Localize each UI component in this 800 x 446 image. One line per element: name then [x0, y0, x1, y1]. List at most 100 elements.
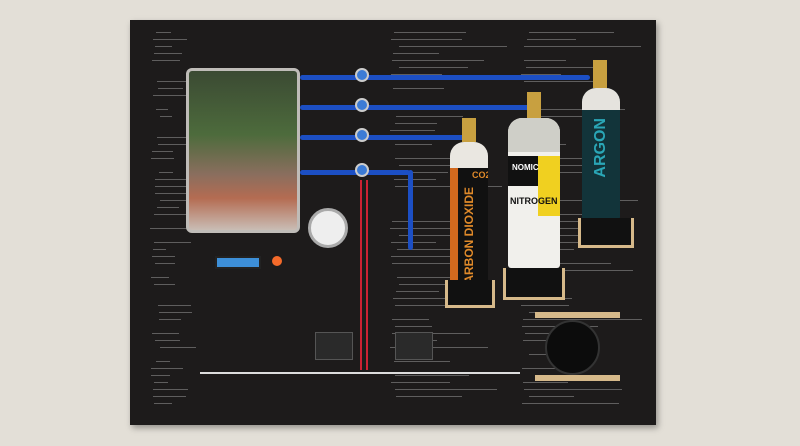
regulator-fitting: [462, 118, 476, 146]
code-line: [399, 165, 488, 166]
code-line: [520, 200, 639, 201]
code-line: [150, 277, 169, 278]
code-line: [394, 32, 467, 33]
code-line: [399, 235, 479, 236]
code-line: [524, 46, 641, 47]
code-line: [523, 389, 622, 390]
code-line: [393, 361, 450, 362]
code-line: [155, 109, 169, 110]
code-line: [526, 172, 599, 173]
code-line: [156, 137, 193, 138]
code-line: [152, 151, 173, 152]
regulator-fitting: [593, 60, 607, 88]
code-line: [159, 312, 193, 313]
pressure-gauge: [308, 208, 348, 248]
wood-bracket: [535, 375, 620, 381]
code-line: [154, 186, 193, 187]
code-line: [158, 88, 183, 89]
code-line: [151, 368, 183, 369]
code-line: [520, 305, 569, 306]
code-line: [394, 123, 438, 124]
code-line: [391, 221, 477, 222]
code-line: [526, 109, 625, 110]
code-line: [159, 347, 197, 348]
status-led: [272, 256, 282, 266]
code-line: [391, 382, 450, 383]
code-line: [156, 207, 180, 208]
code-line: [155, 179, 193, 180]
nitrogen-brand: NOMIC: [512, 163, 539, 172]
wood-shelf: [445, 280, 495, 308]
gas-pipe: [300, 105, 530, 110]
co2-label: CARBON DIOXIDE: [462, 187, 476, 288]
nitrogen-label: NITROGEN: [510, 196, 558, 206]
code-line: [390, 347, 488, 348]
code-line: [391, 74, 442, 75]
code-line: [395, 326, 433, 327]
code-line: [524, 333, 569, 334]
code-line: [150, 228, 190, 229]
code-line: [394, 179, 437, 180]
code-line: [158, 319, 181, 320]
code-line: [527, 158, 602, 159]
code-line: [522, 221, 603, 222]
code-line: [529, 270, 633, 271]
code-line: [394, 186, 503, 187]
code-line: [528, 396, 574, 397]
code-line: [154, 403, 173, 404]
code-line: [390, 39, 463, 40]
code-line: [395, 389, 497, 390]
code-line: [523, 60, 567, 61]
code-line: [154, 242, 192, 243]
code-line: [152, 256, 176, 257]
code-line: [154, 53, 182, 54]
wire: [200, 372, 520, 374]
argon-cylinder: ARGON: [582, 88, 620, 220]
code-line: [152, 39, 187, 40]
code-line: [394, 158, 460, 159]
code-line: [153, 284, 175, 285]
code-line: [158, 144, 194, 145]
code-line: [399, 46, 508, 47]
relay-board: [395, 332, 433, 360]
code-line: [397, 249, 466, 250]
code-line: [391, 172, 449, 173]
code-line: [395, 375, 469, 376]
co2-formula: CO2: [472, 170, 488, 180]
code-line: [526, 67, 596, 68]
code-line: [528, 32, 615, 33]
code-line: [152, 60, 180, 61]
wire: [360, 180, 362, 370]
code-line: [523, 214, 599, 215]
code-line: [523, 319, 642, 320]
code-line: [390, 130, 436, 131]
gas-pipe: [300, 75, 590, 80]
code-line: [392, 263, 482, 264]
code-line: [153, 389, 188, 390]
solenoid-valve: [355, 68, 369, 82]
code-line: [152, 333, 180, 334]
code-line: [394, 144, 432, 145]
code-line: [392, 88, 444, 89]
wire: [366, 180, 368, 370]
code-line: [523, 382, 568, 383]
terrarium-container: [186, 68, 300, 233]
code-line: [150, 375, 170, 376]
code-line: [522, 263, 612, 264]
code-line: [156, 361, 170, 362]
code-line: [396, 396, 463, 397]
nitrogen-cylinder: NOMIC NITROGEN: [508, 118, 560, 268]
code-line: [153, 382, 168, 383]
code-line: [391, 60, 485, 61]
solenoid-valve: [355, 128, 369, 142]
code-line: [395, 305, 476, 306]
code-line: [390, 242, 437, 243]
solenoid-valve: [355, 98, 369, 112]
wood-bracket: [535, 312, 620, 318]
code-line: [158, 305, 192, 306]
code-line: [154, 340, 180, 341]
code-line: [158, 172, 174, 173]
regulator-fitting: [527, 92, 541, 120]
code-line: [391, 256, 481, 257]
wood-shelf: [503, 268, 565, 300]
